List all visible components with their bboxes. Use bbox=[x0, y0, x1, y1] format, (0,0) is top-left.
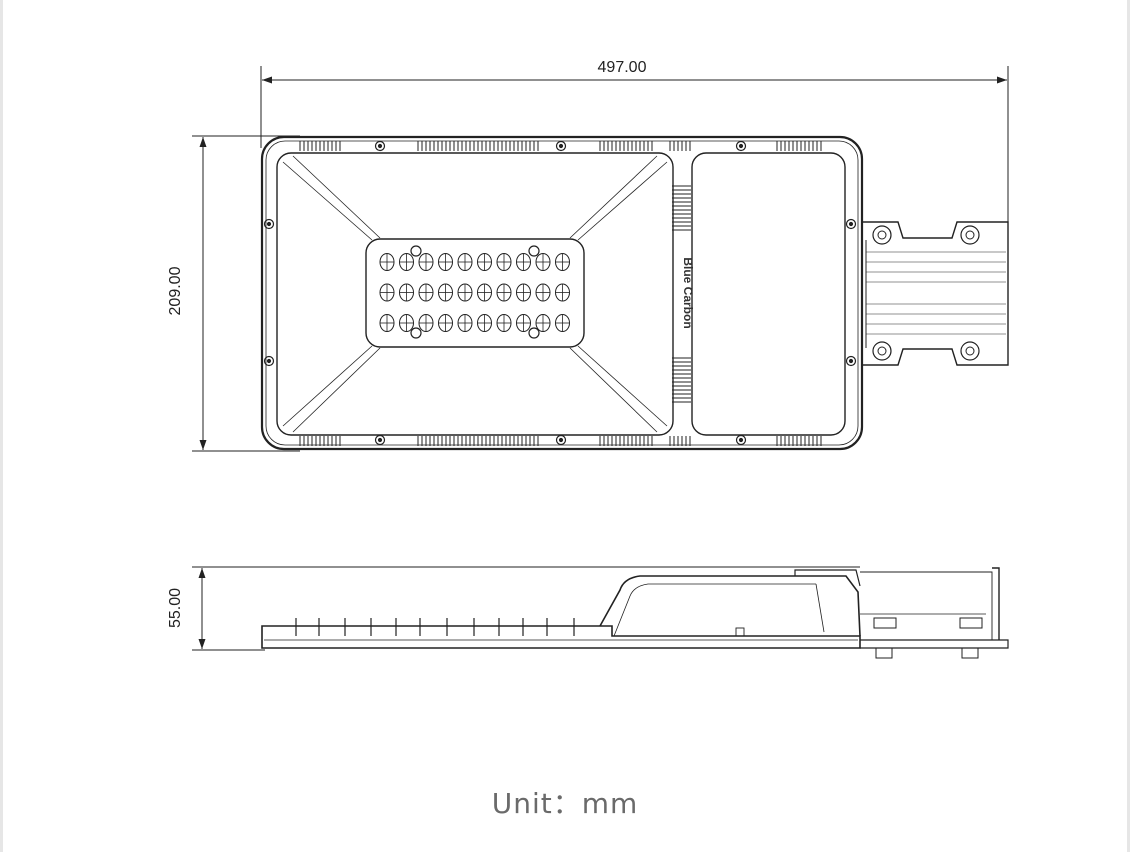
led-lens bbox=[399, 253, 414, 271]
side-driver-box bbox=[599, 575, 861, 637]
led-board bbox=[365, 238, 585, 348]
led-lens bbox=[535, 253, 551, 271]
screw bbox=[845, 355, 857, 367]
unit-label: Unit：mm bbox=[491, 787, 639, 820]
screw bbox=[845, 218, 857, 230]
led-lens bbox=[477, 314, 492, 332]
led-lens bbox=[535, 283, 551, 302]
led-lens bbox=[516, 314, 531, 332]
led-lens bbox=[399, 283, 414, 302]
side-bracket-cover bbox=[860, 571, 993, 640]
housing-outline bbox=[260, 135, 864, 451]
brand-label: Blue Carbon bbox=[681, 257, 695, 328]
side-fins bbox=[295, 618, 575, 636]
screw bbox=[374, 434, 386, 446]
width-dimension bbox=[192, 135, 300, 452]
led-array bbox=[379, 253, 570, 332]
led-lens bbox=[379, 283, 395, 302]
led-lens bbox=[496, 283, 512, 302]
led-lens bbox=[438, 253, 453, 271]
led-lens bbox=[418, 253, 434, 271]
mounting-bracket bbox=[862, 221, 1009, 366]
screw bbox=[735, 434, 747, 446]
led-lens bbox=[496, 253, 512, 271]
led-tray bbox=[276, 152, 674, 436]
led-lens bbox=[379, 314, 395, 332]
screw bbox=[555, 434, 567, 446]
width-value: 209.00 bbox=[167, 266, 184, 315]
led-lens bbox=[457, 314, 473, 332]
side-view bbox=[261, 567, 1009, 659]
screw bbox=[263, 355, 275, 367]
side-base-plate bbox=[261, 625, 861, 649]
led-lens bbox=[457, 283, 473, 302]
led-lens bbox=[418, 314, 434, 332]
led-lens bbox=[555, 283, 570, 302]
screw bbox=[374, 140, 386, 152]
led-lens bbox=[438, 314, 453, 332]
led-lens bbox=[555, 253, 570, 271]
length-value: 497.00 bbox=[598, 59, 647, 76]
top-view bbox=[260, 135, 1009, 451]
height-dimension bbox=[192, 566, 860, 651]
led-lens bbox=[535, 314, 551, 332]
screw bbox=[555, 140, 567, 152]
screw bbox=[735, 140, 747, 152]
screw bbox=[263, 218, 275, 230]
led-lens bbox=[418, 283, 434, 302]
led-lens bbox=[457, 253, 473, 271]
tray-bevels bbox=[282, 155, 668, 433]
length-dimension bbox=[260, 66, 1009, 224]
height-value: 55.00 bbox=[167, 588, 184, 628]
led-lens bbox=[399, 314, 414, 332]
led-lens bbox=[379, 253, 395, 271]
led-lens bbox=[438, 283, 453, 302]
led-lens bbox=[477, 253, 492, 271]
led-lens bbox=[555, 314, 570, 332]
led-lens bbox=[516, 253, 531, 271]
housing-screws bbox=[263, 140, 857, 446]
heat-sink-fins bbox=[299, 141, 822, 446]
housing-inner-edge bbox=[265, 140, 859, 446]
led-lens bbox=[477, 283, 492, 302]
led-lens bbox=[496, 314, 512, 332]
driver-compartment bbox=[691, 152, 846, 436]
led-lens bbox=[516, 283, 531, 302]
